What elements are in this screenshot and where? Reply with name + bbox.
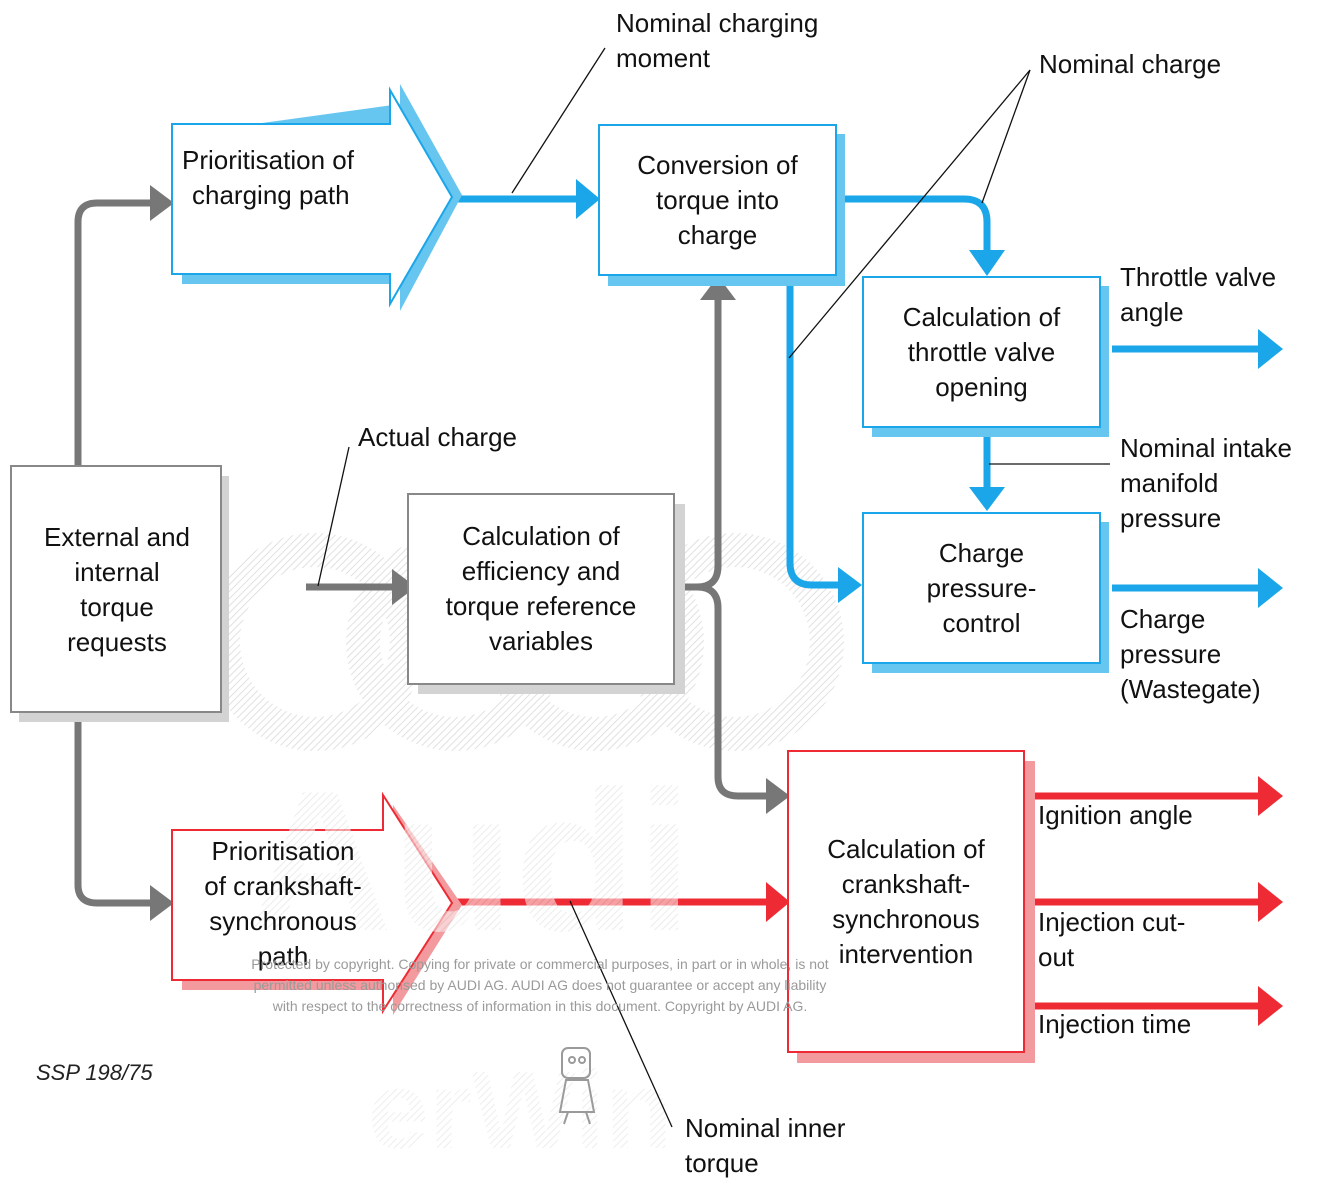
external-requests-label: External and internal torque requests [11,466,223,714]
prio-crank-arrow [171,791,454,1015]
prio-charging-line-2: charging path [192,180,350,210]
conversion-line-3: charge [677,219,758,250]
prio-crank-line-3: synchronous [209,906,357,936]
external-line-4: requests [67,627,167,657]
crank-sync-line-2: crankshaft- [841,868,971,899]
efficiency-box [407,493,675,685]
charge-pressure-out-line-1: Charge [1120,604,1206,634]
nominal-intake-line-3: pressure [1120,503,1222,533]
watermark-word: erWin [368,1049,673,1172]
charge-pressure-out-line-3: (Wastegate) [1120,674,1261,704]
external-requests-box [10,465,222,713]
throttle-line-1: Calculation of [902,301,1061,332]
crank-sync-line-4: intervention [838,938,974,969]
throttle-box [862,276,1101,428]
gray-connectors [74,199,770,907]
external-line-1: External and [44,522,190,552]
efficiency-line-1: Calculation of [462,521,620,551]
conversion-line-1: Conversion of [637,149,798,180]
efficiency-line-2: efficiency and [461,556,621,586]
charge-pressure-line-3: control [942,607,1021,638]
efficiency-label: Calculation of efficiency and torque ref… [408,494,674,684]
mascot-watermark [558,1047,596,1125]
charge-pressure-out-label: Charge pressure (Wastegate) [1120,602,1261,707]
injection-cutout-line-1: Injection cut- [1038,907,1186,937]
blue-arrowheads [576,179,1283,608]
throttle-angle-line-1: Throttle valve [1120,262,1277,292]
efficiency-line-4: variables [488,626,594,656]
nominal-intake-label: Nominal intake manifold pressure [1120,431,1292,536]
copyright-watermark: Protected by copyright. Copying for priv… [160,954,920,1017]
throttle-angle-label: Throttle valve angle [1120,260,1276,330]
injection-time-label: Injection time [1038,1009,1192,1039]
ignition-angle-label: Ignition angle [1038,800,1193,830]
injection-cutout-label: Injection cut- out [1038,905,1185,975]
nominal-charge-label: Nominal charge [1039,49,1222,79]
nominal-charging-moment-line-1: Nominal charging [616,8,819,38]
nominal-intake-line-1: Nominal intake [1120,433,1292,463]
external-line-3: torque [80,592,154,622]
prio-crank-line-1: Prioritisation [211,836,355,866]
prio-charging-line-1: Prioritisation of [182,145,354,175]
leader-lines [317,47,1110,1128]
efficiency-line-3: torque reference [445,591,637,621]
red-connectors [452,792,1260,1010]
charge-pressure-line-1: Charge [938,537,1025,568]
blue-connectors [452,195,1260,592]
throttle-line-2: throttle valve [907,336,1056,367]
crank-sync-box [787,750,1025,1053]
watermark-brand: Audi [248,750,692,973]
nominal-inner-torque-line-2: torque [685,1148,759,1178]
conversion-line-2: torque into [656,184,779,215]
crank-sync-line-3: synchronous [832,903,980,934]
prio-crank-label: Prioritisation of crankshaft- synchronou… [172,834,394,974]
nominal-inner-torque-line-1: Nominal inner [685,1113,846,1143]
copyright-line-2: permitted unless authorised by AUDI AG. … [253,977,827,993]
copyright-line-1: Protected by copyright. Copying for priv… [251,956,829,972]
nominal-charging-moment-line-2: moment [616,43,710,73]
crank-sync-label: Calculation of crankshaft- synchronous i… [788,751,1024,1052]
prio-crank-line-4: path [257,941,309,971]
throttle-angle-line-2: angle [1120,297,1184,327]
red-arrowheads [766,776,1283,1026]
actual-charge-label: Actual charge [358,422,517,452]
conversion-label: Conversion of torque into charge [599,125,836,275]
throttle-line-3: opening [935,371,1028,402]
nominal-inner-torque-label: Nominal inner torque [685,1111,845,1181]
charge-pressure-line-2: pressure- [926,572,1037,603]
crank-sync-line-1: Calculation of [827,833,985,864]
charge-pressure-out-line-2: pressure [1120,639,1222,669]
prio-charging-label: Prioritisation of charging path [182,143,412,213]
copyright-line-3: with respect to the correctness of infor… [272,998,808,1014]
external-line-2: internal [74,557,160,587]
throttle-label: Calculation of throttle valve opening [863,277,1100,427]
nominal-charging-moment-label: Nominal charging moment [616,6,818,76]
prio-charging-arrow [171,86,454,308]
injection-cutout-line-2: out [1038,942,1075,972]
prio-crank-line-2: of crankshaft- [204,871,362,901]
charge-pressure-label: Charge pressure- control [863,513,1100,663]
charge-pressure-box [862,512,1101,664]
nominal-intake-line-2: manifold [1120,468,1219,498]
conversion-box [598,124,837,276]
gray-arrowheads [150,185,790,921]
figure-id: SSP 198/75 [36,1060,153,1085]
